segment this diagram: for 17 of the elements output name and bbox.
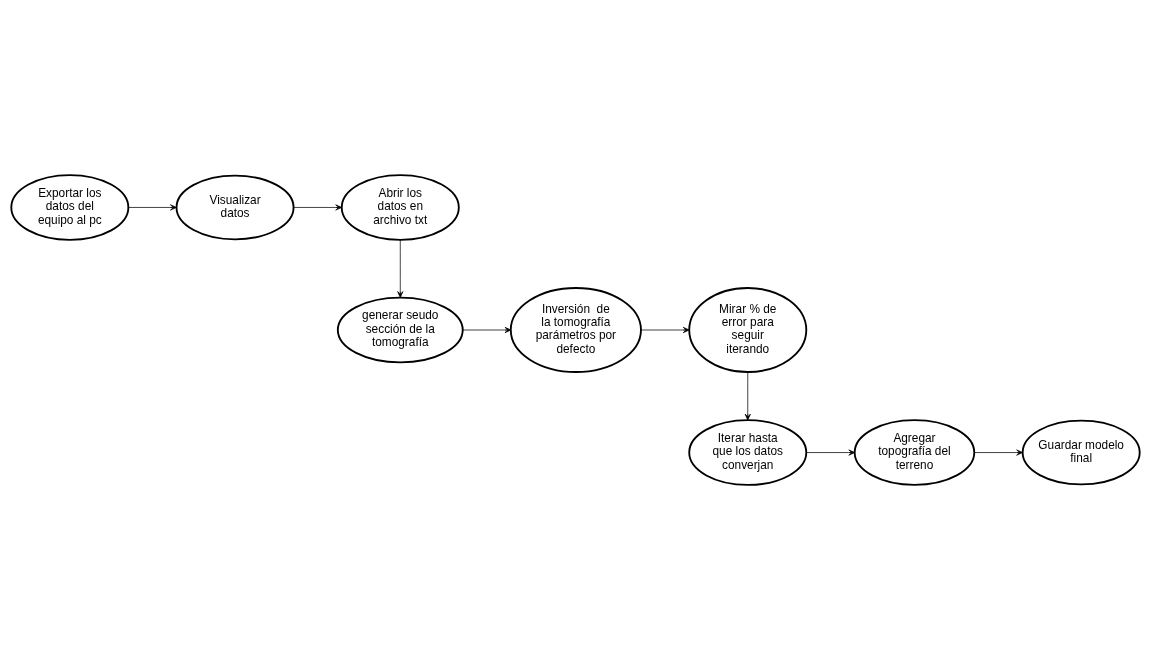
- arrow: [744, 371, 751, 421]
- arrow: [128, 204, 177, 211]
- arrow: [462, 326, 512, 334]
- node-ellipse: Iterar hasta que los datos converjan: [688, 419, 808, 486]
- node-ellipse: Mirar % de error para seguir iterando: [688, 287, 808, 373]
- arrow: [974, 449, 1023, 456]
- node-ellipse: Exportar los datos del equipo al pc: [10, 174, 130, 241]
- node-ellipse: generar seudo sección de la tomografía: [336, 296, 464, 364]
- node-ellipse: Inversión de la tomografía parámetros por defecto: [509, 287, 642, 373]
- node-ellipse: Visualizar datos: [175, 174, 295, 241]
- arrow: [806, 449, 856, 456]
- node-ellipse: Abrir los datos en archivo txt: [340, 174, 460, 241]
- arrow: [640, 326, 690, 334]
- node-ellipse: Agregar topografía del terreno: [853, 419, 976, 486]
- arrow: [293, 204, 342, 211]
- node-ellipse: Guardar modelo final: [1021, 419, 1141, 486]
- arrow: [397, 239, 404, 298]
